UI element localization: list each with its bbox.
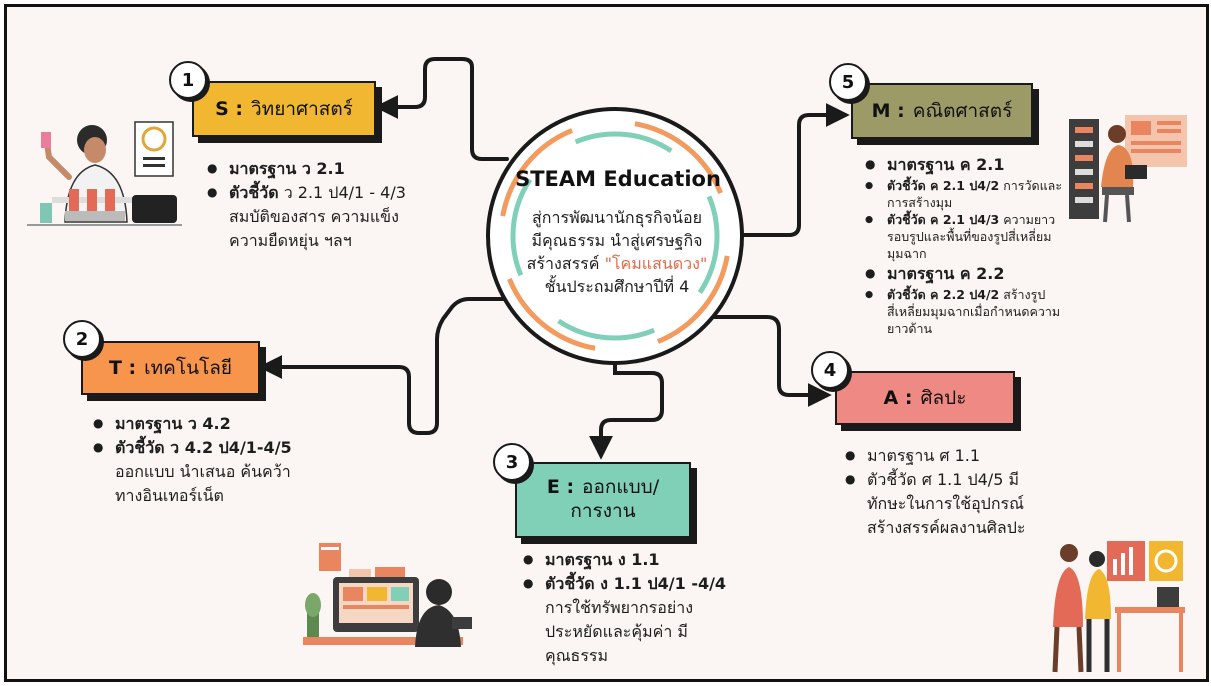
art-bullet-1: มาตรฐาน ศ 1.1 [845,444,1035,468]
science-box: S : วิทยาศาสตร์ [192,81,376,137]
engineering-bullets: มาตรฐาน ง 1.1 ตัวชี้วัด ง 1.1 ป4/1 -4/4 … [523,548,738,668]
science-bullet-2: ตัวชี้วัด ว 2.1 ป4/1 - 4/3 สมบัติของสาร … [207,181,422,253]
center-line-3-prefix: สร้างสรรค์ [526,254,605,273]
science-bullets: มาตรฐาน ว 2.1 ตัวชี้วัด ว 2.1 ป4/1 - 4/3… [207,157,422,253]
technology-letter: T : [108,357,137,379]
engineering-label-line-1: E :ออกแบบ/ [546,476,660,499]
connector-e [589,361,664,460]
scientist-illustration [27,121,182,226]
connector-t [258,297,509,435]
connector-s [374,57,509,161]
art-letter: A : [883,387,913,409]
math-number-badge: 5 [829,63,867,101]
engineering-bullet-1: มาตรฐาน ง 1.1 [523,548,738,572]
math-label: คณิตศาสตร์ [912,100,1013,122]
center-title: STEAM Education [515,167,721,191]
math-bullets: มาตรฐาน ค 2.1 ตัวชี้วัด ค 2.1 ป4/2 การวั… [865,153,1065,337]
math-bullet-2: ตัวชี้วัด ค 2.1 ป4/2 การวัดและการสร้างมุ… [865,177,1065,211]
center-description: สู่การพัฒนานักธุรกิจน้อย มีคุณธรรม นำสู่… [497,206,737,298]
technology-bullet-2: ตัวชี้วัด ว 4.2 ป4/1-4/5 ออกแบบ นำเสนอ ค… [93,436,318,508]
technology-box: T : เทคโนโลยี [81,341,260,395]
math-bullet-4: มาตรฐาน ค 2.2 [865,262,1065,286]
technology-bullet-1: มาตรฐาน ว 4.2 [93,412,318,436]
engineering-label-line-2: การงาน [570,500,636,522]
math-worker-illustration [1069,115,1187,223]
technology-bullets: มาตรฐาน ว 4.2 ตัวชี้วัด ว 4.2 ป4/1-4/5 อ… [93,412,318,508]
infographic-frame: STEAM Education สู่การพัฒนานักธุรกิจน้อย… [4,4,1209,682]
engineering-bullet-2: ตัวชี้วัด ง 1.1 ป4/1 -4/4 การใช้ทรัพยากร… [523,572,738,668]
art-bullet-2: ตัวชี้วัด ศ 1.1 ป4/5 มีทักษะในการใช้อุปก… [845,468,1035,540]
center-circle [486,107,744,365]
science-letter: S : [215,98,244,120]
center-line-2: มีคุณธรรม นำสู่เศรษฐกิจ [531,231,703,250]
math-bullet-1: มาตรฐาน ค 2.1 [865,153,1065,177]
center-ring-teal [510,131,720,341]
center-line-1: สู่การพัฒนานักธุรกิจน้อย [532,208,702,227]
center-line-4: ชั้นประถมศึกษาปีที่ 4 [544,277,690,296]
math-bullet-5: ตัวชี้วัด ค 2.2 ป4/2 สร้างรูปสี่เหลี่ยมม… [865,286,1065,337]
math-bullet-3: ตัวชี้วัด ค 2.1 ป4/3 ความยาวรอบรูปและพื้… [865,211,1065,262]
connector-a [713,315,832,407]
art-label: ศิลปะ [920,387,967,409]
designer-computer-illustration [303,543,472,647]
art-bullets: มาตรฐาน ศ 1.1 ตัวชี้วัด ศ 1.1 ป4/5 มีทัก… [845,444,1035,540]
connector-m [727,103,850,237]
engineering-box: E :ออกแบบ/ การงาน [515,462,691,538]
connector-canvas [27,57,1187,673]
engineering-number-badge: 3 [493,443,531,481]
artists-illustration [1052,541,1185,673]
center-line-3: สร้างสรรค์ "โคมแสนดวง" [497,252,737,275]
science-label: วิทยาศาสตร์ [251,98,353,120]
science-bullet-1: มาตรฐาน ว 2.1 [207,157,422,181]
technology-number-badge: 2 [63,320,101,358]
center-highlight: "โคมแสนดวง" [604,254,708,273]
math-letter: M : [871,100,905,122]
science-number-badge: 1 [169,61,207,99]
technology-label: เทคโนโลยี [144,357,233,379]
math-box: M : คณิตศาสตร์ [851,83,1033,139]
art-number-badge: 4 [811,351,849,389]
art-box: A : ศิลปะ [835,371,1015,425]
